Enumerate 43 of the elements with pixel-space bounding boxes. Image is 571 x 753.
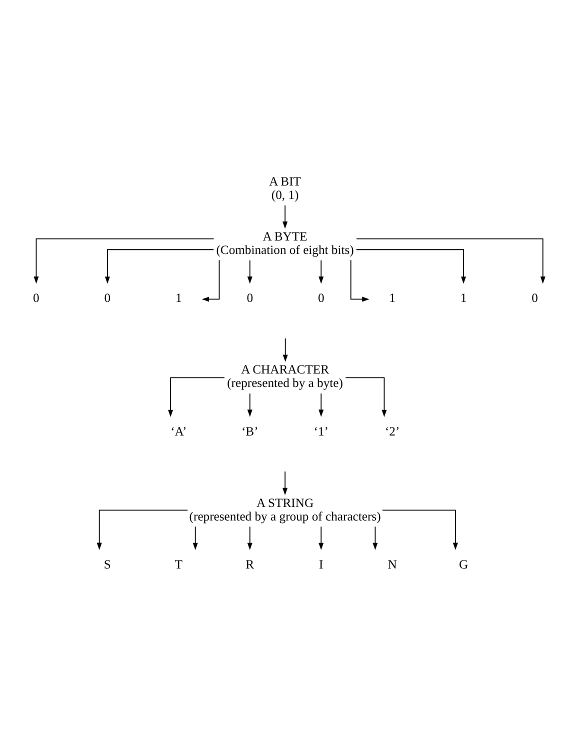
node-text: 0	[532, 290, 538, 305]
node-text: G	[458, 557, 468, 571]
node-text: T	[174, 557, 183, 571]
arrow	[345, 376, 387, 417]
node-text: ‘B’	[241, 424, 258, 438]
node-text: ‘2’	[384, 424, 400, 438]
node-text: ‘1’	[314, 424, 328, 438]
node-text: S	[104, 557, 111, 571]
arrow	[318, 392, 324, 416]
node-text: N	[388, 557, 397, 571]
node-text: A BYTE (Combination of eight bits)	[216, 228, 354, 256]
node-text: 1	[176, 290, 182, 305]
arrow	[247, 259, 252, 284]
arrow	[372, 526, 378, 550]
arrow	[282, 204, 288, 228]
node-text: 0	[104, 290, 111, 305]
node-text: R	[246, 557, 254, 571]
arrow	[318, 526, 324, 550]
node-text: A BIT (0, 1)	[269, 174, 301, 202]
node-text: A CHARACTER (represented by a byte)	[227, 362, 343, 390]
arrow	[104, 248, 214, 284]
node-text: 1	[460, 290, 467, 305]
node-text: 1	[389, 290, 396, 305]
arrow	[356, 238, 546, 284]
arrow	[34, 238, 214, 284]
arrow	[282, 470, 288, 495]
arrow	[202, 259, 220, 302]
arrow	[247, 392, 252, 416]
node-text: ‘A’	[170, 424, 187, 438]
arrow	[96, 509, 188, 550]
node-text: 0	[33, 290, 40, 305]
arrow	[382, 509, 458, 550]
arrow	[192, 526, 198, 550]
node-text: 0	[246, 290, 254, 305]
arrow	[247, 526, 252, 550]
arrow	[168, 376, 225, 417]
node-text: 0	[318, 290, 324, 305]
arrow	[318, 259, 324, 284]
node-text: A STRING (represented by a group of characters)	[189, 495, 381, 523]
arrow	[356, 248, 466, 284]
arrow	[282, 337, 288, 362]
node-text: I	[319, 557, 324, 571]
arrow	[350, 259, 370, 302]
